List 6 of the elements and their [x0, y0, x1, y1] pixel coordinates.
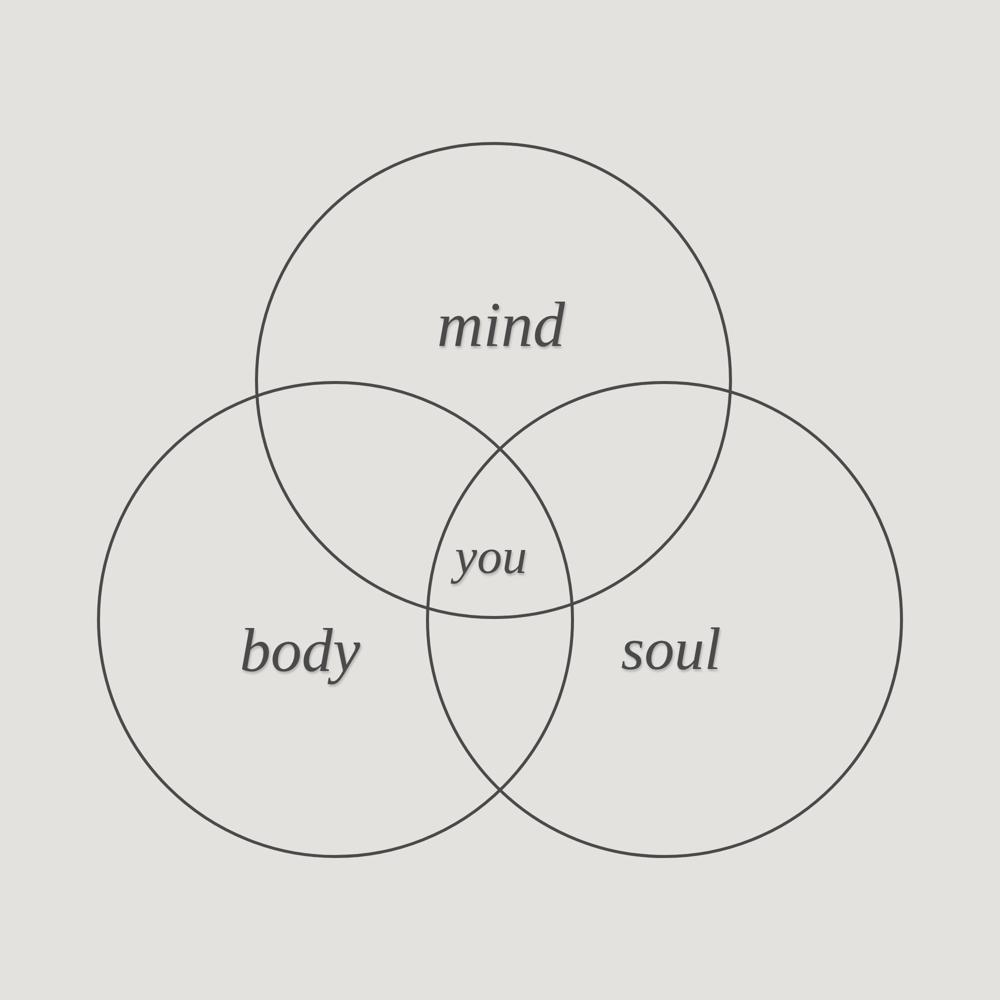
circle-label: soul [620, 619, 722, 679]
circle-label: body [240, 620, 360, 682]
circle-label: mind [437, 293, 565, 357]
venn-circle [254, 142, 732, 618]
venn-circle [426, 380, 902, 858]
venn-circle [96, 380, 574, 858]
